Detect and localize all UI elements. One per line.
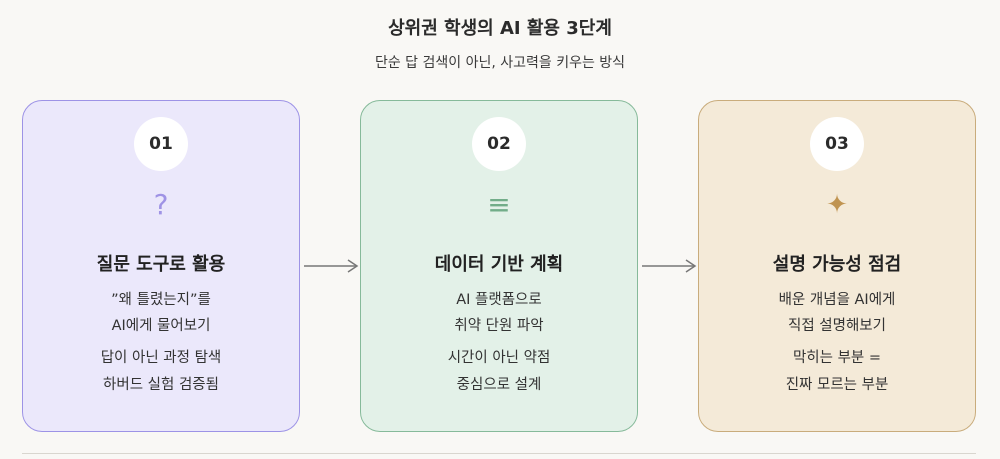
step-card-3: 03 ✦ 설명 가능성 점검 배운 개념을 AI에게 직접 설명해보기 막히는 … [698,100,976,432]
step-heading: 질문 도구로 활용 [96,254,226,275]
sparkle-icon: ✦ [826,190,848,220]
step-heading: 설명 가능성 점검 [772,254,902,275]
step-line: 직접 설명해보기 [788,318,886,334]
step-line: ”왜 틀렸는지”를 [111,292,211,308]
step-line: 진짜 모르는 부분 [785,377,889,393]
step-line: 중심으로 설계 [456,377,542,393]
diagram-subtitle: 단순 답 검색이 아닌, 사고력을 키우는 방식 [374,55,626,71]
step-number-badge: 01 [134,117,188,171]
step-number-badge: 03 [810,117,864,171]
step-card-2: 02 ≡ 데이터 기반 계획 AI 플랫폼으로 취약 단원 파악 시간이 아닌 … [360,100,638,432]
arrow-right-icon [304,259,359,273]
step-line: AI에게 물어보기 [111,318,211,334]
step-card-1: 01 ? 질문 도구로 활용 ”왜 틀렸는지”를 AI에게 물어보기 답이 아닌… [22,100,300,432]
step-line: 배운 개념을 AI에게 [778,292,896,308]
step-line: AI 플랫폼으로 [456,292,542,308]
diagram-title: 상위권 학생의 AI 활용 3단계 [388,18,612,39]
question-mark-icon: ? [153,188,169,221]
arrow-right-icon [642,259,697,273]
step-line: 하버드 실험 검증됨 [103,377,219,393]
step-heading: 데이터 기반 계획 [434,254,564,275]
step-line: 막히는 부분 = [792,350,882,366]
step-line: 취약 단원 파악 [454,318,544,334]
list-icon: ≡ [487,188,511,221]
divider [22,453,976,454]
step-line: 답이 아닌 과정 탐색 [100,350,222,366]
step-number-badge: 02 [472,117,526,171]
step-line: 시간이 아닌 약점 [447,350,551,366]
